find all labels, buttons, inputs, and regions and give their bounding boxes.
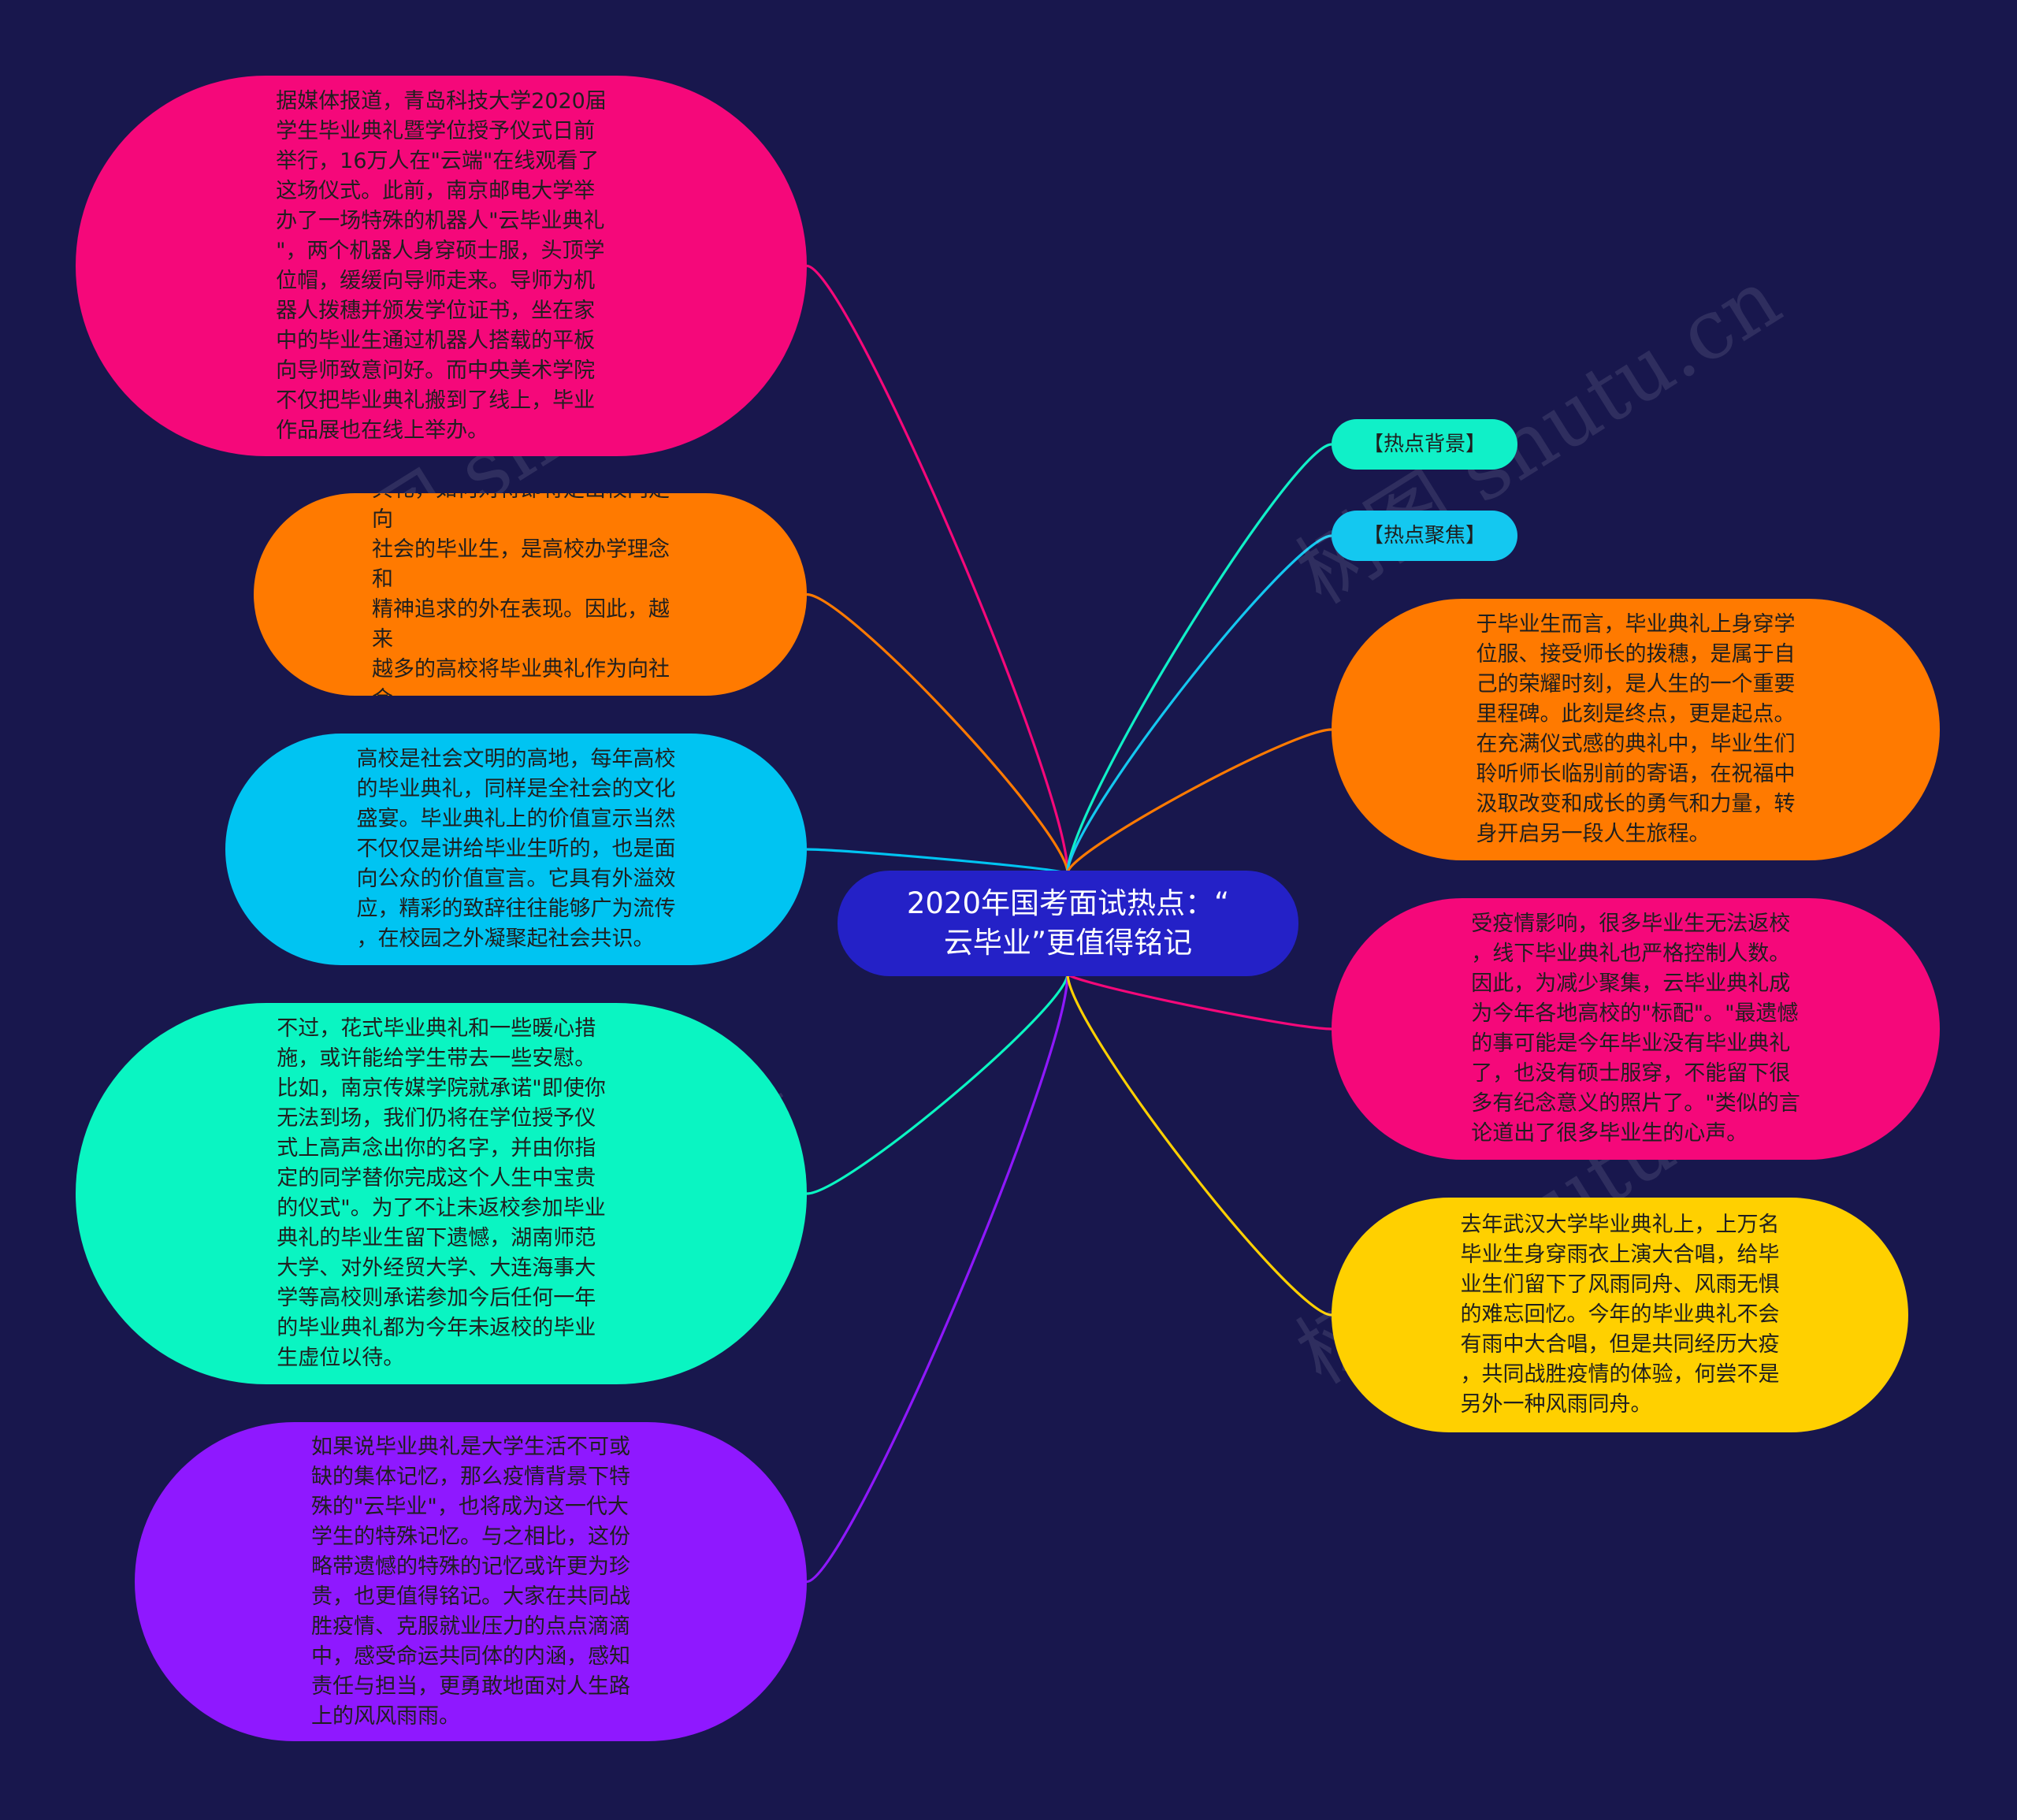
left-branch-node[interactable]: 据媒体报道，青岛科技大学2020届 学生毕业典礼暨学位授予仪式日前 举行，16万… (76, 76, 807, 456)
connector-right-1 (1066, 972, 1332, 1031)
left-branch-node[interactable]: 对于高校来说，如何举办一场毕业 典礼，如何对待即将走出校门走向 社会的毕业生，是… (254, 493, 807, 696)
connector-left-0 (806, 264, 1069, 874)
connector-left-1 (806, 592, 1069, 874)
connector-left-2 (806, 848, 1069, 875)
left-branch-node[interactable]: 如果说毕业典礼是大学生活不可或 缺的集体记忆，那么疫情背景下特 殊的"云毕业"，… (135, 1422, 807, 1741)
left-branch-node[interactable]: 不过，花式毕业典礼和一些暖心措 施，或许能给学生带去一些安慰。 比如，南京传媒学… (76, 1003, 807, 1384)
hot-background-tag[interactable]: 【热点背景】 (1332, 419, 1517, 470)
node-text: 对于高校来说，如何举办一场毕业 典礼，如何对待即将走出校门走向 社会的毕业生，是… (372, 493, 670, 696)
tag-text: 【热点背景】 (1362, 433, 1486, 456)
center-topic-node[interactable]: 2020年国考面试热点：“ 云毕业”更值得铭记 (838, 871, 1298, 976)
tag-text: 【热点聚焦】 (1362, 524, 1486, 548)
node-text: 于毕业生而言，毕业典礼上身穿学 位服、接受师长的拨穗，是属于自 己的荣耀时刻，是… (1476, 612, 1796, 846)
center-topic-text: 2020年国考面试热点：“ 云毕业”更值得铭记 (906, 886, 1230, 960)
connector-right-0 (1066, 728, 1332, 874)
connector-tag-0 (1066, 443, 1332, 874)
connector-tag-1 (1066, 534, 1332, 874)
node-text: 高校是社会文明的高地，每年高校 的毕业典礼，同样是全社会的文化 盛宴。毕业典礼上… (356, 747, 676, 951)
node-text: 如果说毕业典礼是大学生活不可或 缺的集体记忆，那么疫情背景下特 殊的"云毕业"，… (311, 1434, 630, 1729)
hot-focus-tag[interactable]: 【热点聚焦】 (1332, 511, 1517, 561)
connector-left-4 (806, 973, 1069, 1584)
node-text: 受疫情影响，很多毕业生无法返校 ，线下毕业典礼也严格控制人数。 因此，为减少聚集… (1471, 912, 1800, 1146)
connector-left-3 (806, 973, 1069, 1195)
node-text: 不过，花式毕业典礼和一些暖心措 施，或许能给学生带去一些安慰。 比如，南京传媒学… (277, 1016, 606, 1370)
right-branch-node[interactable]: 于毕业生而言，毕业典礼上身穿学 位服、接受师长的拨穗，是属于自 己的荣耀时刻，是… (1332, 599, 1940, 860)
connector-right-2 (1066, 973, 1332, 1317)
node-text: 据媒体报道，青岛科技大学2020届 学生毕业典礼暨学位授予仪式日前 举行，16万… (276, 88, 607, 443)
node-text: 去年武汉大学毕业典礼上，上万名 毕业生身穿雨衣上演大合唱，给毕 业生们留下了风雨… (1460, 1213, 1780, 1417)
right-branch-node[interactable]: 受疫情影响，很多毕业生无法返校 ，线下毕业典礼也严格控制人数。 因此，为减少聚集… (1332, 898, 1940, 1160)
left-branch-node[interactable]: 高校是社会文明的高地，每年高校 的毕业典礼，同样是全社会的文化 盛宴。毕业典礼上… (225, 734, 807, 965)
right-branch-node[interactable]: 去年武汉大学毕业典礼上，上万名 毕业生身穿雨衣上演大合唱，给毕 业生们留下了风雨… (1332, 1198, 1908, 1432)
